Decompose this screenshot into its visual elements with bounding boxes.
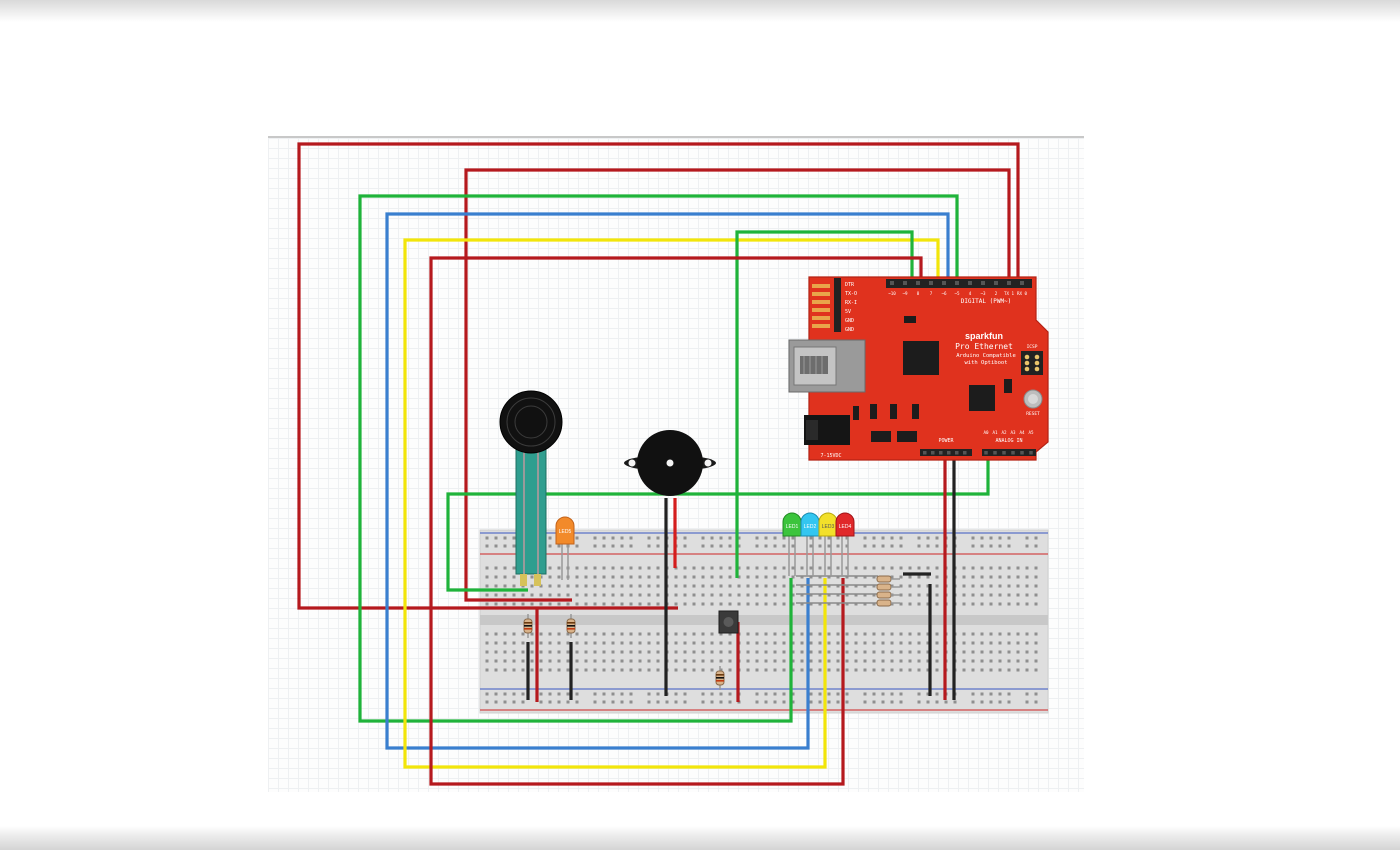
power-header-label: POWER bbox=[938, 438, 954, 444]
led-orange-label: LED5 bbox=[559, 529, 572, 535]
smd-4 bbox=[912, 404, 919, 419]
smd-3 bbox=[890, 404, 897, 419]
ftdi-labels: DTR TX-O RX-I 5V GND GND bbox=[845, 282, 857, 333]
ftdi-header bbox=[834, 278, 841, 332]
led-green: LED1 bbox=[782, 512, 802, 576]
analog-pin-label: A5 bbox=[1028, 430, 1034, 435]
digital-pin-label: ~3 bbox=[980, 291, 986, 296]
icsp-header: ICSP bbox=[1021, 344, 1043, 375]
digital-pin-label: 8 bbox=[917, 291, 920, 296]
analog-pin-label: A0 bbox=[983, 430, 989, 435]
top-bar bbox=[0, 0, 1400, 22]
digital-header-label: DIGITAL (PWM~) bbox=[961, 298, 1012, 305]
diagram-canvas: LED5 LED1 LED2 LED3 bbox=[268, 136, 1084, 792]
ftdi-pin-label: TX-O bbox=[845, 291, 857, 297]
bottom-bar bbox=[0, 826, 1400, 850]
ethernet-controller-chip bbox=[903, 341, 939, 375]
ftdi-pin-label: 5V bbox=[845, 309, 851, 315]
reset-button: RESET bbox=[1023, 389, 1043, 417]
circuit-diagram: LED5 LED1 LED2 LED3 bbox=[297, 142, 1049, 786]
digital-pin-label: 4 bbox=[969, 291, 972, 296]
ethernet-jack bbox=[788, 339, 866, 393]
ftdi-pin-label: GND bbox=[845, 327, 854, 333]
led-yellow-label: LED3 bbox=[822, 524, 835, 530]
resistor-1 bbox=[523, 614, 533, 638]
analog-pin-label: A3 bbox=[1010, 430, 1016, 435]
led-green-label: LED1 bbox=[786, 524, 799, 530]
digital-pin-label: 7 bbox=[930, 291, 933, 296]
wire-red-inner bbox=[464, 168, 1011, 602]
regulator-1 bbox=[871, 431, 891, 442]
digital-pin-label: RX 0 bbox=[1017, 291, 1028, 296]
wire-yellow bbox=[403, 238, 940, 769]
wire-green-analog bbox=[446, 452, 990, 592]
analog-pin-label: A4 bbox=[1019, 430, 1025, 435]
wire-red-bottom bbox=[429, 256, 923, 786]
digital-pin-label: ~9 bbox=[902, 291, 908, 296]
digital-pin-label: ~10 bbox=[888, 291, 896, 296]
led-lead-traces bbox=[796, 575, 878, 604]
microcontroller-chip bbox=[969, 385, 995, 411]
ftdi-pin-label: DTR bbox=[845, 282, 855, 288]
analog-header-label: ANALOG IN bbox=[995, 438, 1022, 444]
resistors bbox=[523, 575, 900, 690]
led-red: LED4 bbox=[835, 512, 855, 576]
led-cyan-label: LED2 bbox=[804, 524, 817, 530]
wire-green-top bbox=[358, 194, 959, 723]
breadboard bbox=[479, 529, 1049, 714]
board-subtitle-2: with Optiboot bbox=[964, 360, 1007, 366]
led-cyan: LED2 bbox=[800, 512, 820, 576]
smd-6 bbox=[904, 316, 916, 323]
led-red-label: LED4 bbox=[839, 524, 852, 530]
ftdi-pin-label: GND bbox=[845, 318, 854, 324]
wire-red-outer bbox=[297, 142, 1020, 610]
led-orange: LED5 bbox=[555, 516, 575, 580]
piezo-buzzer bbox=[624, 430, 716, 496]
icsp-label: ICSP bbox=[1027, 344, 1038, 350]
analog-header bbox=[982, 449, 1036, 456]
power-jack bbox=[804, 415, 850, 445]
digital-pin-label: 2 bbox=[995, 291, 998, 296]
resistor-bank bbox=[876, 575, 900, 607]
reset-label: RESET bbox=[1026, 411, 1040, 417]
resistor-3 bbox=[715, 666, 725, 690]
wire-green-mid bbox=[735, 230, 914, 578]
digital-pin-label: ~5 bbox=[954, 291, 960, 296]
digital-pin-label: TX 1 bbox=[1004, 291, 1015, 296]
smd-2 bbox=[870, 404, 877, 419]
board-model: Pro Ethernet bbox=[955, 342, 1013, 351]
led-group: LED1 LED2 LED3 LED4 bbox=[782, 512, 855, 576]
wires bbox=[297, 142, 1020, 786]
smd-5 bbox=[1004, 379, 1012, 393]
vin-label: 7-15VDC bbox=[820, 453, 841, 459]
analog-pin-label: A1 bbox=[992, 430, 998, 435]
smd-1 bbox=[853, 406, 859, 420]
board-brand: sparkfun bbox=[965, 331, 1003, 341]
power-header bbox=[920, 449, 972, 456]
ftdi-pin-label: RX-I bbox=[845, 300, 857, 306]
pushbutton bbox=[718, 610, 739, 634]
analog-pin-label: A2 bbox=[1001, 430, 1007, 435]
board-subtitle-1: Arduino Compatible bbox=[956, 353, 1016, 359]
edge-pads bbox=[812, 284, 830, 328]
digital-pin-label: ~6 bbox=[941, 291, 947, 296]
wire-blue bbox=[385, 212, 950, 750]
force-sensor bbox=[499, 390, 563, 586]
regulator-2 bbox=[897, 431, 917, 442]
resistor-2 bbox=[566, 614, 576, 638]
